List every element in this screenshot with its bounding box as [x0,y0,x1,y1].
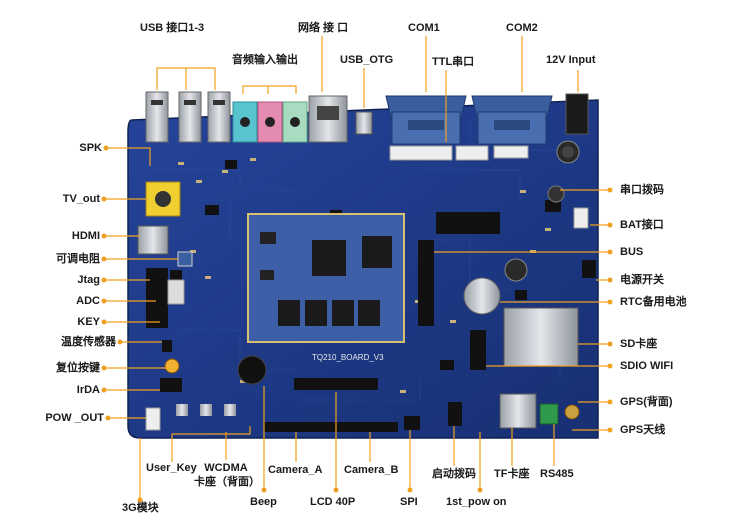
label-pow-out: POW _OUT [45,412,104,424]
tv-out-jack [145,181,181,217]
sd-slot [503,307,579,367]
label-audio: 音频输入输出 [232,54,298,66]
label-user-key: User_Key [146,462,197,474]
label-hdmi: HDMI [71,230,100,242]
label-ttl: TTL串口 [432,56,475,68]
leader-lines [104,36,610,500]
label-com2: COM2 [506,22,538,34]
label-3g: 3G模块 [122,502,159,514]
hdmi-port [137,225,169,255]
rtc-battery [463,277,501,315]
label-com1: COM1 [408,22,440,34]
label-wcdma-slot: 卡座（背面） [194,476,260,488]
ttl-header [389,145,529,161]
core-module [247,213,405,343]
label-reset: 复位按键 [56,362,100,374]
rs485-terminal [539,403,559,425]
label-spi: SPI [400,496,418,508]
board-silkscreen: TQ210_BOARD_V3 [312,353,384,362]
label-lcd: LCD 40P [310,496,356,508]
label-beep: Beep [250,496,277,508]
label-pot: 可调电阻 [56,253,100,265]
left-headers [146,268,185,328]
label-spk: SPK [79,142,102,154]
label-usb-otg: USB_OTG [340,54,394,66]
usb-otg-connector [355,111,373,135]
inductor [547,185,565,203]
label-gps-ant: GPS天线 [620,424,666,436]
buzzer [237,355,267,385]
uart-dip-switch [436,212,500,234]
label-1st-pow: 1st_pow on [446,496,507,508]
ethernet-jack [308,95,348,143]
tf-slot [499,393,537,429]
label-gps-back: GPS(背面) [620,396,673,408]
irda-module [160,378,182,392]
sdio-header [470,330,486,370]
temp-sensor [162,340,172,352]
label-adc: ADC [76,295,100,307]
reset-button [164,358,180,374]
power-jack [565,93,589,135]
leader-dots [101,145,613,503]
label-temp-sensor: 温度传感器 [61,336,116,348]
label-camera-b: Camera_B [344,464,399,476]
user-keys [176,404,236,416]
label-wcdma: WCDMA [204,462,248,474]
bat-connector [573,207,589,229]
label-key: KEY [77,316,100,328]
label-power-switch: 电源开关 [620,274,664,286]
label-sd: SD卡座 [620,338,658,350]
label-12v-input: 12V Input [546,54,596,66]
pow-out-connector [145,407,161,431]
gps-antenna-connector [564,404,580,420]
capacitors [504,140,580,282]
bottom-connectors [264,378,462,432]
label-rtc: RTC备用电池 [620,296,687,308]
com-ports [385,95,553,145]
label-irda: IrDA [76,384,100,396]
label-bus: BUS [620,246,644,258]
label-usb: USB 接口1-3 [140,22,205,34]
audio-jacks [232,101,308,143]
bus-header [418,240,434,326]
potentiometer [177,251,193,267]
label-tv-out: TV_out [62,193,100,205]
power-switch [582,260,596,278]
label-rs485: RS485 [540,468,574,480]
label-ethernet: 网络 接 口 [298,22,349,34]
label-boot-dip: 启动拨码 [432,468,476,480]
label-camera-a: Camera_A [268,464,323,476]
label-jtag: Jtag [77,274,100,286]
label-tf: TF卡座 [494,468,530,480]
label-bat: BAT接口 [620,219,664,231]
label-uart-dip: 串口拨码 [620,184,664,196]
usb-ports [145,91,231,143]
label-sdio: SDIO WIFI [620,360,674,372]
